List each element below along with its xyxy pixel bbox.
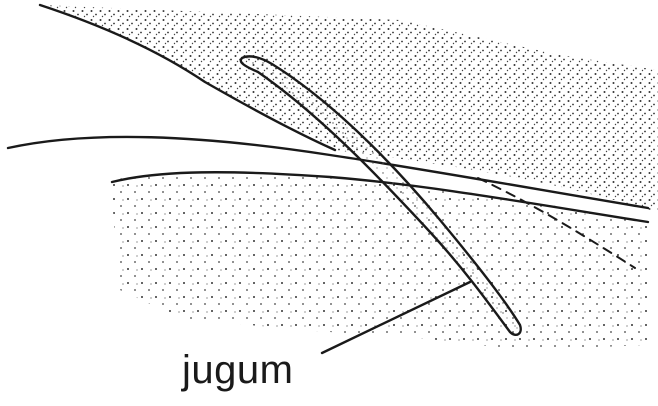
jugum-label: jugum	[182, 350, 293, 390]
